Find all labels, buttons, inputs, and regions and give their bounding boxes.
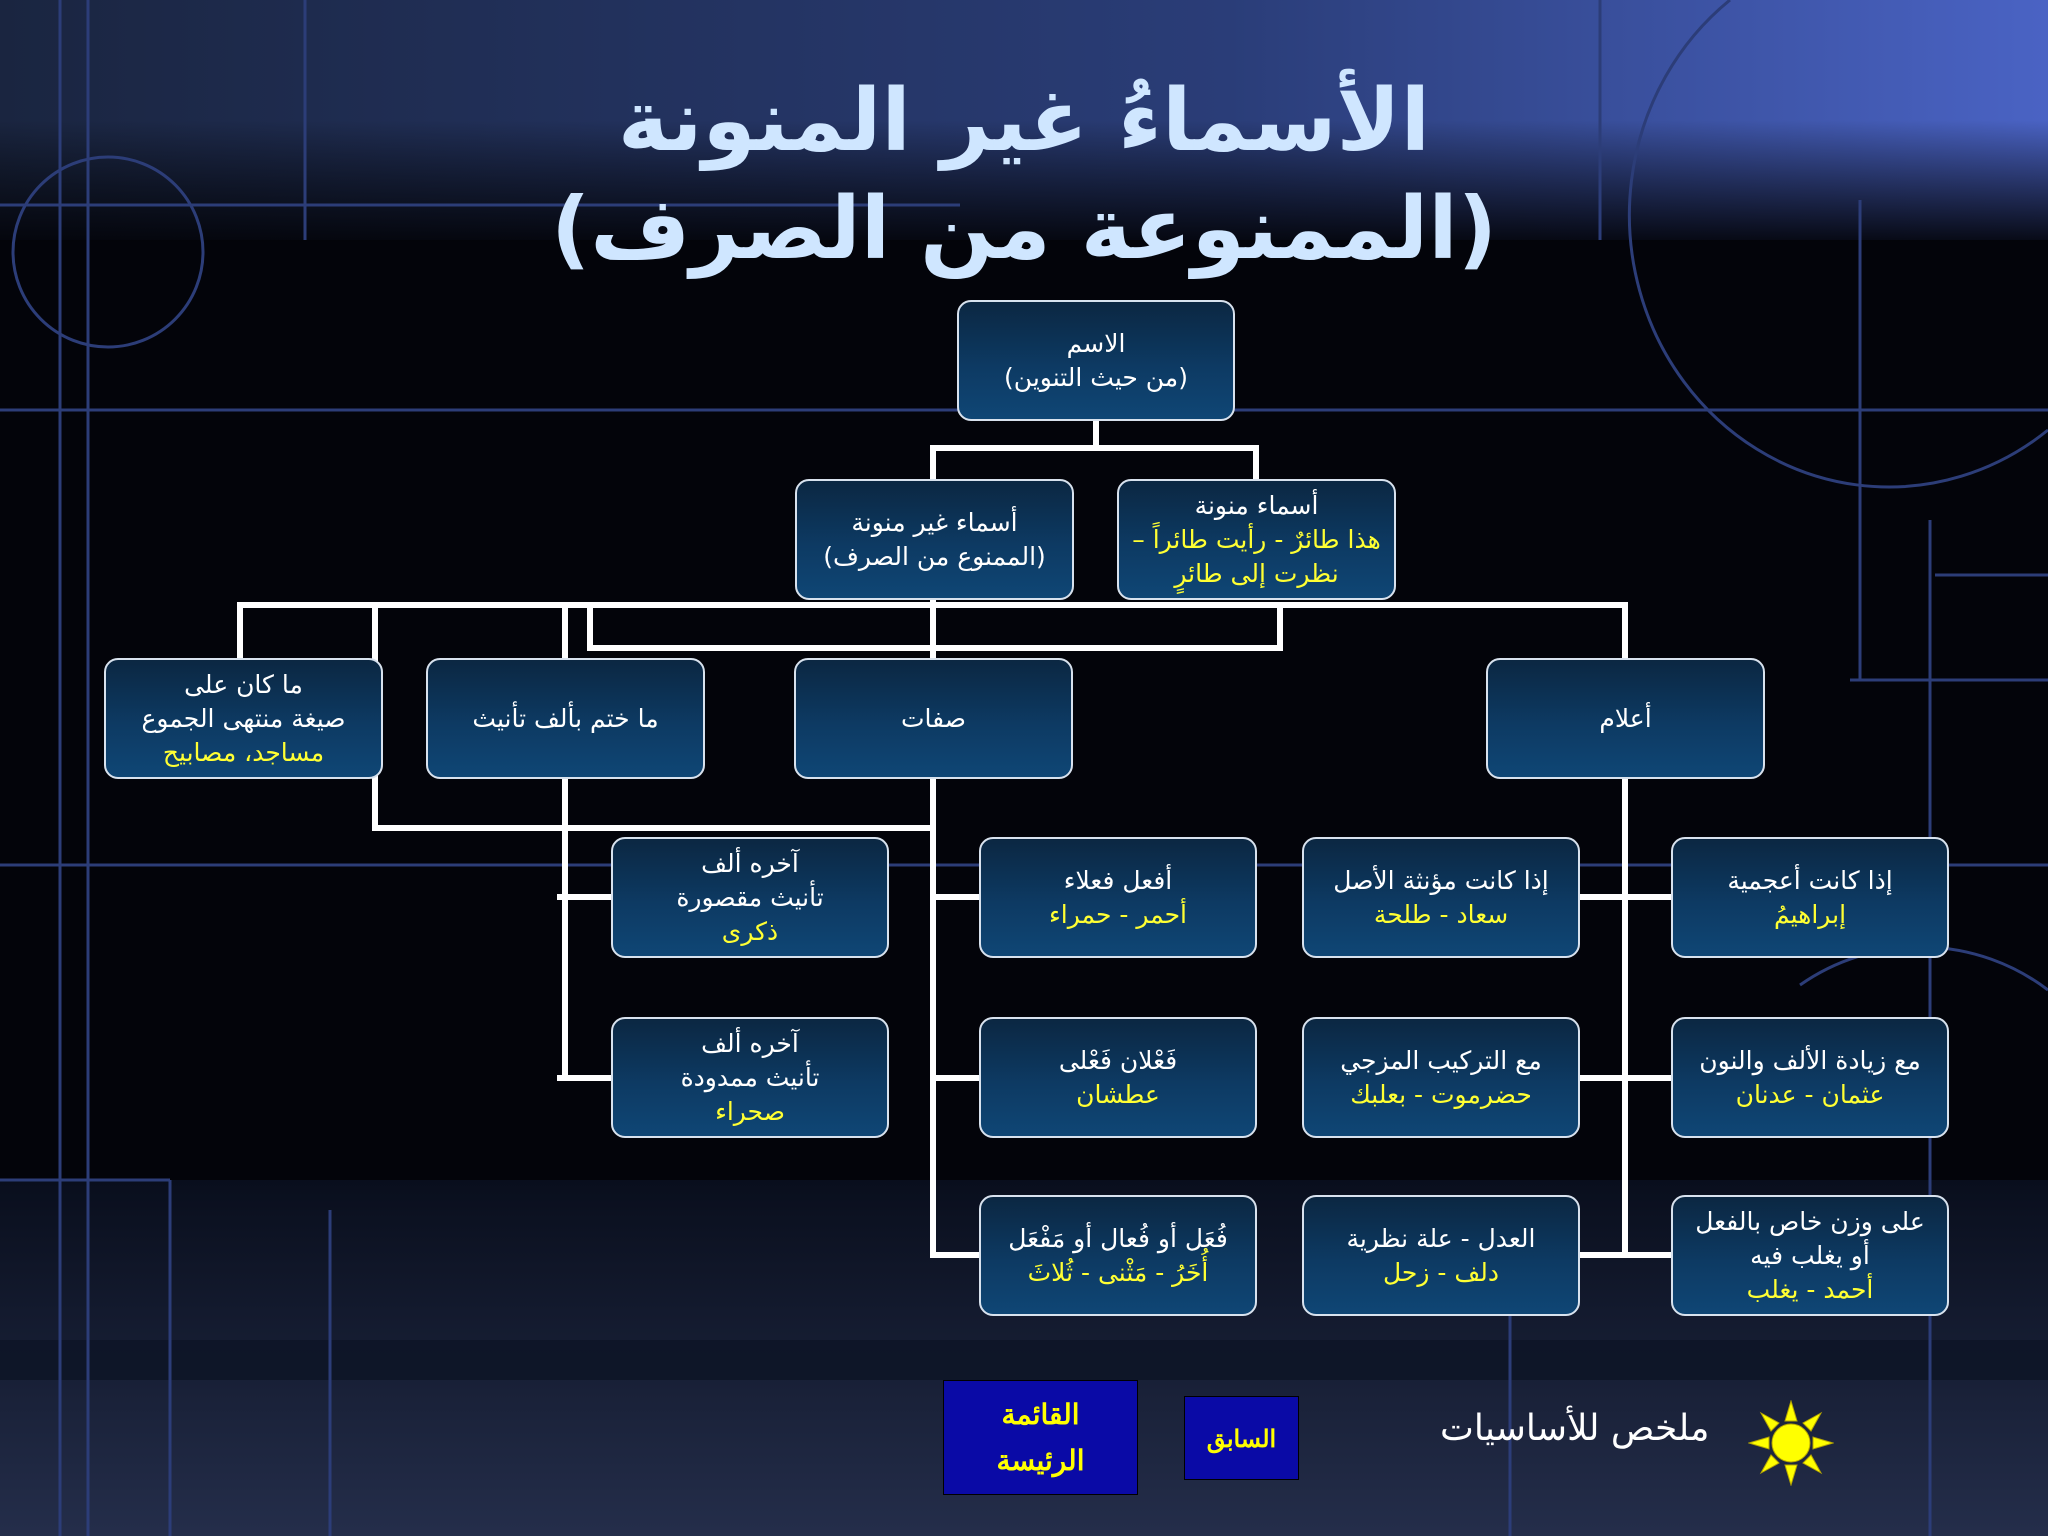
node-jumu-example: مساجد، مصابيح <box>162 737 325 767</box>
node-tarkib: مع التركيب المزجي حضرموت - بعلبك <box>1302 1017 1580 1138</box>
previous-button[interactable]: السابق <box>1184 1396 1299 1480</box>
node-wazn-subtitle: أو يغلب فيه <box>1750 1240 1870 1270</box>
node-fual-example: أُخَرُ - مَثْنى - ثُلاثَ <box>1027 1257 1209 1287</box>
node-maqsura: آخره ألف تأنيث مقصورة ذكرى <box>611 837 889 958</box>
node-afal-fala: أفعل فعلاء أحمر - حمراء <box>979 837 1257 958</box>
node-wazn-fil: على وزن خاص بالفعل أو يغلب فيه أحمد - يغ… <box>1671 1195 1949 1316</box>
node-adl-title: العدل - علة نظرية <box>1346 1223 1536 1253</box>
node-wazn-title: على وزن خاص بالفعل <box>1695 1206 1925 1236</box>
node-alif-title: ما ختم بألف تأنيث <box>472 703 659 733</box>
node-mamduda-example: صحراء <box>715 1096 785 1126</box>
node-muannath-title: إذا كانت مؤنثة الأصل <box>1333 865 1549 895</box>
node-maqsura-title: آخره ألف <box>701 848 799 878</box>
node-ghayr-subtitle: (الممنوع من الصرف) <box>823 541 1046 571</box>
node-munawwana-title: أسماء منونة <box>1194 490 1319 520</box>
node-falan-title: فَعْلان فَعْلى <box>1058 1045 1178 1075</box>
node-ajamiya-example: إبراهيمُ <box>1774 899 1847 929</box>
main-menu-label-line1: القائمة <box>1001 1397 1080 1431</box>
node-ziyada: مع زيادة الألف والنون عثمان - عدنان <box>1671 1017 1949 1138</box>
node-afal-title: أفعل فعلاء <box>1063 865 1173 895</box>
node-sifat: صفات <box>794 658 1073 779</box>
node-ziyada-title: مع زيادة الألف والنون <box>1699 1045 1921 1075</box>
node-tarkib-title: مع التركيب المزجي <box>1340 1045 1542 1075</box>
node-mamduda: آخره ألف تأنيث ممدودة صحراء <box>611 1017 889 1138</box>
previous-label: السابق <box>1206 1423 1277 1453</box>
sun-icon[interactable] <box>1748 1400 1834 1486</box>
node-munawwana-example1: هذا طائرٌ - رأيت طائراً – <box>1132 524 1381 554</box>
node-falan-fala: فَعْلان فَعْلى عطشان <box>979 1017 1257 1138</box>
node-root-subtitle: (من حيث التنوين) <box>1004 362 1188 392</box>
node-munawwana: أسماء منونة هذا طائرٌ - رأيت طائراً – نظ… <box>1117 479 1396 600</box>
node-muannath-example: سعاد - طلحة <box>1373 899 1509 929</box>
node-ajamiya: إذا كانت أعجمية إبراهيمُ <box>1671 837 1949 958</box>
node-afal-example: أحمر - حمراء <box>1049 899 1187 929</box>
node-maqsura-example: ذكرى <box>721 916 779 946</box>
node-fual-title: فُعَل أو فُعال أو مَفْعَل <box>1008 1223 1228 1253</box>
node-mamduda-subtitle: تأنيث ممدودة <box>680 1062 820 1092</box>
node-root: الاسم (من حيث التنوين) <box>957 300 1235 421</box>
node-falan-example: عطشان <box>1076 1079 1160 1109</box>
node-root-title: الاسم <box>1066 328 1126 358</box>
node-muannath: إذا كانت مؤنثة الأصل سعاد - طلحة <box>1302 837 1580 958</box>
node-ghayr-title: أسماء غير منونة <box>851 507 1018 537</box>
node-munawwana-example2: نظرت إلى طائرٍ <box>1174 558 1339 588</box>
node-adl-example: دلف - زحل <box>1383 1257 1500 1287</box>
node-jumu-title: ما كان على <box>184 669 303 699</box>
node-fual: فُعَل أو فُعال أو مَفْعَل أُخَرُ - مَثْن… <box>979 1195 1257 1316</box>
node-mamduda-title: آخره ألف <box>701 1028 799 1058</box>
node-maqsura-subtitle: تأنيث مقصورة <box>676 882 824 912</box>
node-alif-tanith: ما ختم بألف تأنيث <box>426 658 705 779</box>
summary-link[interactable]: ملخص للأساسيات <box>1440 1408 1710 1449</box>
node-wazn-example: أحمد - يغلب <box>1746 1274 1874 1304</box>
node-ziyada-example: عثمان - عدنان <box>1735 1079 1885 1109</box>
node-alam-title: أعلام <box>1599 703 1652 733</box>
node-ghayr-munawwana: أسماء غير منونة (الممنوع من الصرف) <box>795 479 1074 600</box>
slide-title-line2: (الممنوعة من الصرف) <box>550 179 1498 279</box>
node-tarkib-example: حضرموت - بعلبك <box>1350 1079 1532 1109</box>
node-ajamiya-title: إذا كانت أعجمية <box>1727 865 1893 895</box>
main-menu-label-line2: الرئيسة <box>996 1443 1085 1477</box>
slide-title-line1: الأسماءُ غير المنونة <box>617 71 1431 171</box>
node-sifat-title: صفات <box>900 703 967 733</box>
node-muntaha-jumu: ما كان على صيغة منتهى الجموع مساجد، مصاب… <box>104 658 383 779</box>
main-menu-button[interactable]: القائمة الرئيسة <box>943 1380 1138 1495</box>
node-adl: العدل - علة نظرية دلف - زحل <box>1302 1195 1580 1316</box>
node-alam: أعلام <box>1486 658 1765 779</box>
node-jumu-subtitle: صيغة منتهى الجموع <box>141 703 346 733</box>
